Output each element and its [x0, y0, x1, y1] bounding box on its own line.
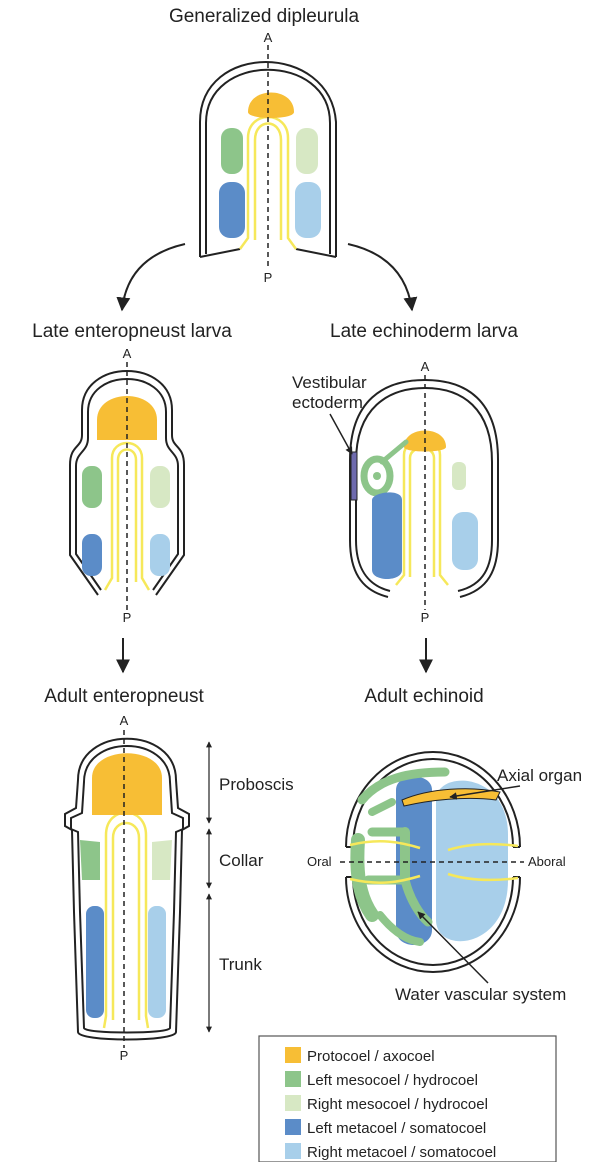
adult-enteropneust-p-label: P — [120, 1048, 129, 1063]
arrow-to-enteropneust — [122, 244, 185, 310]
right-mesocoel — [150, 466, 170, 508]
oral-label: Oral — [307, 854, 332, 869]
adult-echinoid-title: Adult echinoid — [364, 686, 483, 707]
right-metacoel — [295, 182, 321, 238]
legend-label: Left mesocoel / hydrocoel — [307, 1072, 478, 1089]
dipleurula-larva: Generalized dipleurula A P — [169, 6, 360, 285]
echinoderm-larva-gut — [396, 440, 448, 585]
proboscis-label: Proboscis — [219, 775, 294, 794]
right-metacoel — [148, 906, 166, 1018]
legend-label: Right metacoel / somatocoel — [307, 1144, 496, 1161]
vestibular-ectoderm-label-line2: ectoderm — [292, 393, 363, 412]
enteropneust-larva: Late enteropneust larva A P — [32, 321, 232, 625]
arrow-to-echinoderm — [348, 244, 412, 310]
legend-label: Right mesocoel / hydrocoel — [307, 1096, 488, 1113]
water-vascular-system-label: Water vascular system — [395, 985, 566, 1004]
left-metacoel — [372, 492, 402, 579]
enteropneust-larva-p-label: P — [123, 610, 132, 625]
left-mesocoel — [82, 466, 102, 508]
adult-echinoid: Adult echinoid Oral Aboral Axial organ W… — [307, 686, 582, 1004]
left-mesocoel — [221, 128, 243, 174]
trunk-label: Trunk — [219, 955, 262, 974]
legend-item: Left mesocoel / hydrocoel — [285, 1071, 478, 1089]
legend: Protocoel / axocoel Left mesocoel / hydr… — [259, 1036, 556, 1162]
vestibular-ectoderm — [351, 452, 357, 500]
right-metacoel — [150, 534, 170, 576]
legend-swatch-left-mesocoel — [285, 1071, 301, 1087]
protocoel — [92, 753, 162, 815]
collar-label: Collar — [219, 851, 264, 870]
protocoel — [248, 93, 294, 119]
enteropneust-larva-a-label: A — [123, 346, 132, 361]
adult-enteropneust: Adult enteropneust A P Proboscis Collar … — [44, 686, 293, 1063]
left-metacoel — [86, 906, 104, 1018]
adult-enteropneust-a-label: A — [120, 713, 129, 728]
dipleurula-a-label: A — [264, 30, 273, 45]
left-hydrocoel-ring — [364, 459, 390, 493]
left-metacoel — [82, 534, 102, 576]
axial-organ-label: Axial organ — [497, 766, 582, 785]
enteropneust-larva-title: Late enteropneust larva — [32, 321, 232, 342]
legend-item: Right mesocoel / hydrocoel — [285, 1095, 488, 1113]
right-metacoel — [452, 512, 478, 570]
right-mesocoel — [296, 128, 318, 174]
vestibular-ectoderm-label-line1: Vestibular — [292, 373, 367, 392]
legend-label: Left metacoel / somatocoel — [307, 1120, 486, 1137]
right-mesocoel — [152, 840, 172, 880]
echinoderm-larva-title: Late echinoderm larva — [330, 321, 518, 342]
vestibular-ectoderm-leader — [330, 414, 352, 454]
right-somatocoel — [436, 781, 508, 942]
left-metacoel — [219, 182, 245, 238]
echinoderm-larva-a-label: A — [421, 359, 430, 374]
legend-item: Left metacoel / somatocoel — [285, 1119, 486, 1137]
legend-swatch-protocoel — [285, 1047, 301, 1063]
adult-enteropneust-title: Adult enteropneust — [44, 686, 204, 707]
legend-swatch-left-metacoel — [285, 1119, 301, 1135]
left-mesocoel — [80, 840, 100, 880]
aboral-label: Aboral — [528, 854, 566, 869]
legend-item: Protocoel / axocoel — [285, 1047, 435, 1065]
legend-swatch-right-metacoel — [285, 1143, 301, 1159]
echinoderm-larva-p-label: P — [421, 610, 430, 625]
legend-swatch-right-mesocoel — [285, 1095, 301, 1111]
dipleurula-p-label: P — [264, 270, 273, 285]
legend-label: Protocoel / axocoel — [307, 1048, 435, 1065]
dipleurula-title: Generalized dipleurula — [169, 6, 360, 27]
echinoderm-larva: Late echinoderm larva A P Vestibular ect… — [292, 321, 518, 625]
legend-item: Right metacoel / somatocoel — [285, 1143, 496, 1161]
adult-enteropneust-gut — [104, 813, 148, 1029]
right-mesocoel — [452, 462, 466, 490]
